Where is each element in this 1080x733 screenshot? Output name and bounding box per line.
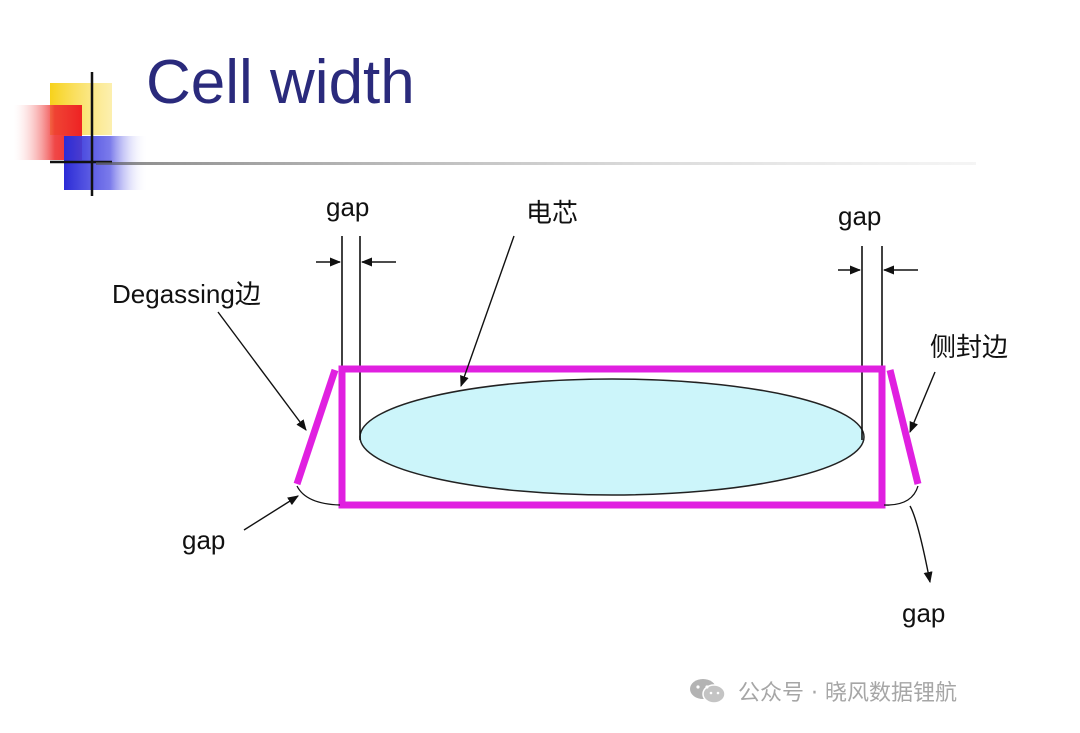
core-pointer-arrow — [460, 235, 515, 388]
degassing-edge-label: Degassing边 — [112, 279, 261, 309]
watermark: 公众号 · 晓风数据锂航 — [688, 676, 957, 706]
side-seal-edge-label: 侧封边 — [930, 332, 1009, 362]
core-label: 电芯 — [526, 198, 579, 228]
gap-label-bottom-left: gap — [182, 525, 226, 555]
wechat-icon — [690, 679, 726, 704]
gap-curve-left — [296, 485, 341, 506]
cell-core-ellipse — [359, 378, 865, 496]
gap-curve-right — [883, 485, 919, 506]
title-underline — [96, 162, 976, 165]
gap-label-top-right: gap — [838, 201, 882, 231]
gap-bottom-right-arrow — [909, 505, 933, 584]
degassing-pointer-arrow — [217, 311, 307, 431]
slide-title: Cell width — [146, 48, 415, 117]
gap-label-top-left: gap — [326, 192, 370, 222]
gap-bottom-left-arrow — [243, 495, 299, 531]
side-seal-edge — [886, 369, 922, 485]
watermark-text: 公众号 · 晓风数据锂航 — [738, 681, 957, 706]
degassing-edge — [293, 368, 339, 486]
side-seal-pointer-arrow — [909, 371, 936, 434]
cell-frame — [338, 365, 886, 509]
gap-label-bottom-right: gap — [902, 598, 946, 628]
